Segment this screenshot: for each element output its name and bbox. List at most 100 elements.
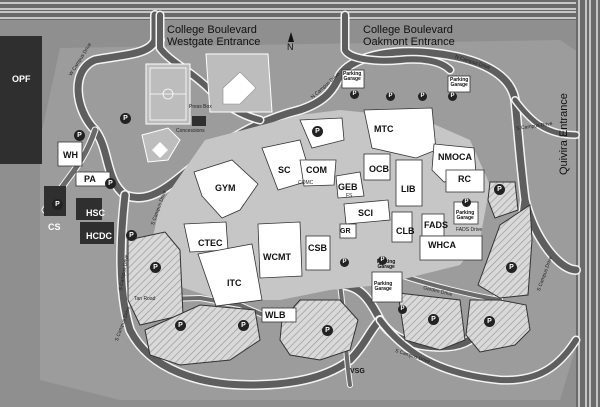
label-lib[interactable]: LIB bbox=[401, 184, 416, 194]
building-opf-shape bbox=[0, 36, 42, 164]
label-nmoca[interactable]: NMOCA bbox=[438, 152, 472, 162]
lot-south-west bbox=[144, 304, 261, 366]
garage-north-1-shape bbox=[341, 69, 365, 89]
gym-shape bbox=[193, 159, 259, 219]
label-hcdc[interactable]: HCDC bbox=[86, 231, 112, 241]
label-csb[interactable]: CSB bbox=[308, 243, 328, 253]
hsc-shape bbox=[76, 198, 102, 220]
parking-icon-lot-southeast[interactable]: P bbox=[484, 316, 495, 327]
label-sci[interactable]: SCI bbox=[358, 208, 374, 218]
garage-south-2-label[interactable]: Parking Garage bbox=[374, 282, 392, 292]
garage-north-2-label[interactable]: Parking Garage bbox=[450, 78, 468, 88]
label-geb[interactable]: GEB bbox=[338, 182, 358, 192]
parking-icon-garage-north-2[interactable]: P bbox=[448, 92, 457, 101]
westgate-line1: College Boulevard bbox=[167, 24, 257, 36]
lot-southeast bbox=[465, 299, 531, 353]
label-fads[interactable]: FADS bbox=[424, 220, 449, 230]
garage-rc-line1: Parking bbox=[456, 210, 475, 216]
lib-shape bbox=[395, 159, 423, 207]
label-rc[interactable]: RC bbox=[458, 174, 471, 184]
label-gr[interactable]: GR bbox=[340, 228, 351, 235]
mtc-shape bbox=[363, 107, 437, 159]
wh-shape bbox=[57, 141, 83, 167]
wlb-shape bbox=[261, 307, 297, 323]
whca-shape bbox=[419, 235, 483, 261]
label-com[interactable]: COM bbox=[306, 165, 327, 175]
label-cs[interactable]: CS bbox=[48, 222, 61, 232]
parking-icon-n3[interactable]: P bbox=[386, 92, 395, 101]
com-shape bbox=[299, 159, 337, 187]
parking-icon-wh[interactable]: P bbox=[120, 113, 131, 124]
garage-north-2-line1: Parking bbox=[450, 77, 469, 83]
hcdc-shape bbox=[80, 222, 114, 244]
clb-shape bbox=[391, 211, 413, 243]
garage-north-2-line2: Garage bbox=[450, 82, 468, 88]
parking-icon-n2[interactable]: P bbox=[418, 92, 427, 101]
label-sc[interactable]: SC bbox=[278, 165, 291, 175]
label-opf[interactable]: OPF bbox=[12, 74, 31, 84]
parking-icon-lot-south-central[interactable]: P bbox=[428, 314, 439, 325]
garage-north-1-line1: Parking bbox=[343, 71, 362, 77]
parking-icon-lot-southwest[interactable]: P bbox=[175, 320, 186, 331]
ocb-shape bbox=[363, 153, 391, 181]
lot-west bbox=[127, 231, 184, 326]
wcmt-shape bbox=[257, 221, 303, 279]
garage-north-1-label[interactable]: Parking Garage bbox=[343, 72, 361, 82]
parking-icon-lot-west[interactable]: P bbox=[150, 262, 161, 273]
parking-icon-lot-south[interactable]: P bbox=[322, 325, 333, 336]
label-ctec[interactable]: CTEC bbox=[198, 238, 223, 248]
quivira-road bbox=[576, 0, 600, 407]
parking-icon-garage-rc[interactable]: P bbox=[462, 198, 471, 207]
garage-rc-label[interactable]: Parking Garage bbox=[456, 211, 474, 221]
westgate-line2: Westgate Entrance bbox=[167, 36, 261, 48]
parking-lots bbox=[127, 181, 533, 366]
label-comc[interactable]: COMC bbox=[298, 180, 314, 186]
parking-icon-garage-south-1[interactable]: P bbox=[378, 256, 387, 265]
label-fs[interactable]: FS bbox=[346, 193, 353, 199]
csb-shape bbox=[305, 235, 331, 271]
label-pa[interactable]: PA bbox=[84, 174, 96, 184]
parking-icon-lot-east[interactable]: P bbox=[506, 262, 517, 273]
label-wlb[interactable]: WLB bbox=[265, 310, 286, 320]
garage-rc-line2: Garage bbox=[456, 215, 474, 221]
rc-shape bbox=[445, 169, 485, 193]
parking-icon-hcdc[interactable]: P bbox=[126, 230, 137, 241]
garage-north-2-shape bbox=[447, 75, 471, 93]
oakmont-entrance-label: College Boulevard Oakmont Entrance bbox=[363, 24, 455, 48]
label-wcmt[interactable]: WCMT bbox=[263, 252, 291, 262]
westgate-entrance-label: College Boulevard Westgate Entrance bbox=[167, 24, 260, 48]
parking-icon-garage-north-1[interactable]: P bbox=[350, 90, 359, 99]
geb-shape bbox=[335, 171, 365, 199]
label-gym[interactable]: GYM bbox=[215, 183, 236, 193]
label-wh[interactable]: WH bbox=[63, 150, 78, 160]
label-clb[interactable]: CLB bbox=[396, 226, 415, 236]
sci-shape bbox=[343, 199, 391, 225]
label-ocb[interactable]: OCB bbox=[369, 164, 389, 174]
north-arrow-icon: N bbox=[287, 32, 294, 52]
oakmont-line2: Oakmont Entrance bbox=[363, 36, 455, 48]
college-boulevard bbox=[0, 0, 600, 20]
lot-south bbox=[279, 299, 359, 361]
athletic-fields bbox=[141, 53, 273, 163]
garage-south-2-line2: Garage bbox=[374, 286, 392, 292]
label-vsg[interactable]: VSG bbox=[350, 368, 365, 375]
label-concessions: Concessions bbox=[176, 128, 205, 134]
parking-icon-west[interactable]: P bbox=[74, 130, 85, 141]
parking-icon-garage-south-2[interactable]: P bbox=[398, 305, 407, 314]
parking-icon-rc-lot[interactable]: P bbox=[494, 184, 505, 195]
parking-icon-pa[interactable]: P bbox=[105, 178, 116, 189]
label-whca[interactable]: WHCA bbox=[428, 240, 456, 250]
quivira-entrance-label: Quivira Entrance bbox=[558, 93, 570, 175]
label-hsc[interactable]: HSC bbox=[86, 208, 106, 218]
label-mtc[interactable]: MTC bbox=[374, 124, 394, 134]
label-press-box: Press Box bbox=[189, 104, 212, 110]
parking-icon-north[interactable]: P bbox=[312, 126, 323, 137]
label-itc[interactable]: ITC bbox=[227, 278, 242, 288]
north-arrow-letter: N bbox=[287, 42, 294, 52]
buildings bbox=[57, 69, 485, 323]
parking-icon-itc[interactable]: P bbox=[238, 320, 249, 331]
parking-icon-cs[interactable]: P bbox=[52, 199, 63, 210]
parking-icon-csb[interactable]: P bbox=[340, 258, 349, 267]
